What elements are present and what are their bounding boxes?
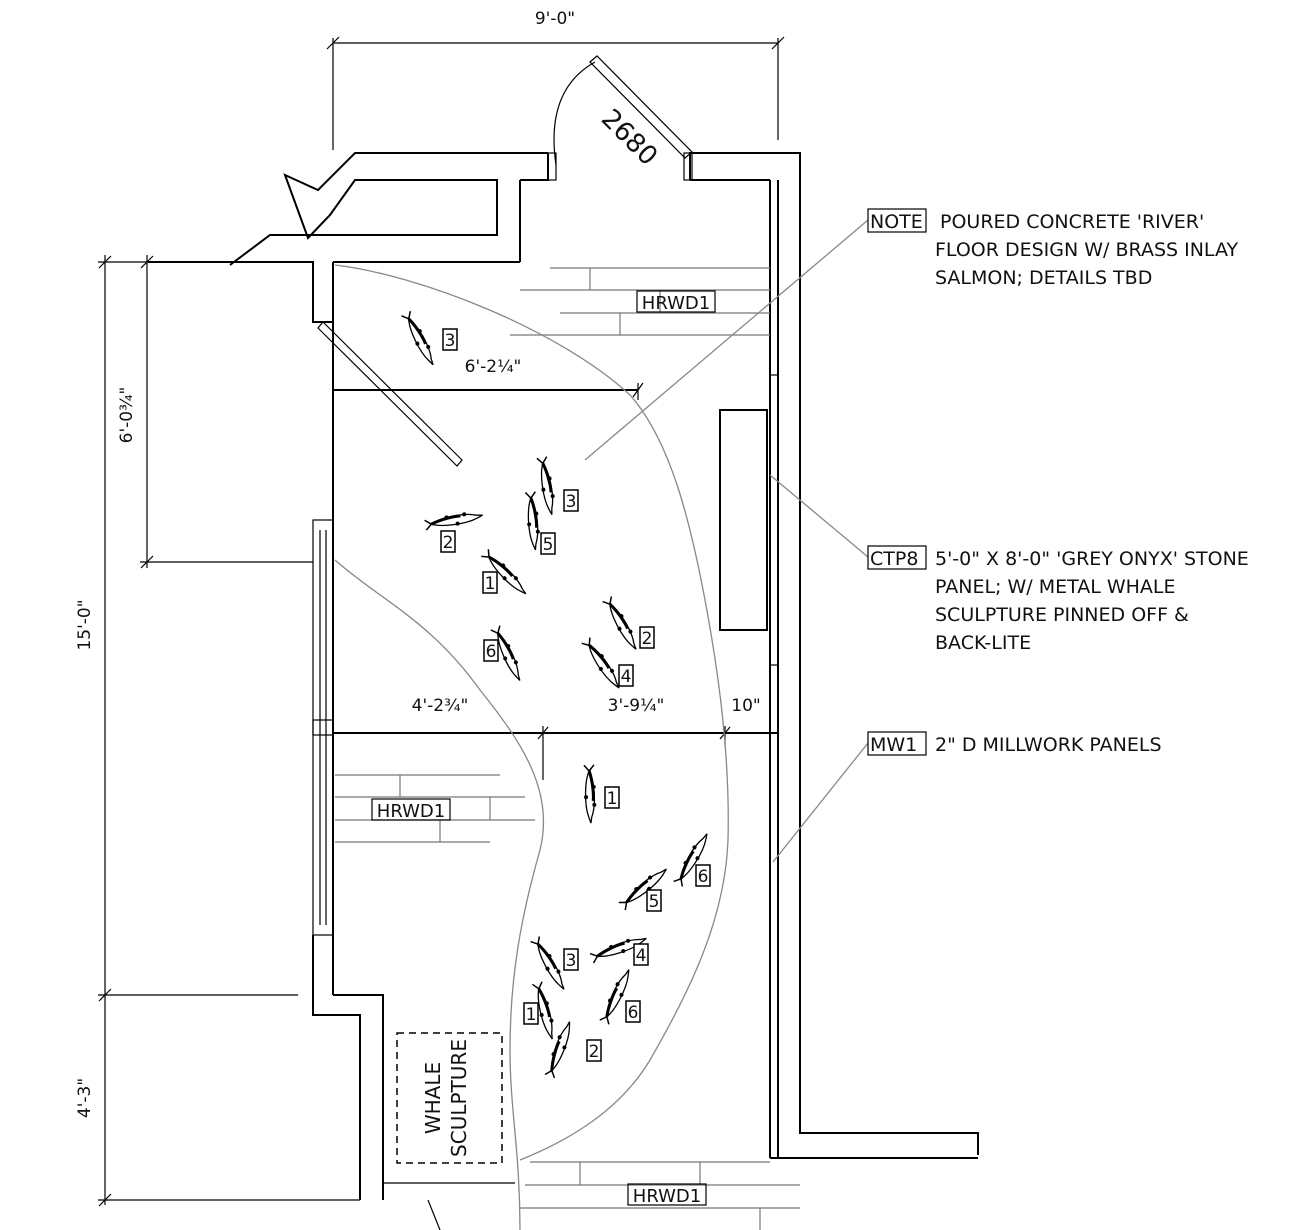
- hardwood-bottom: HRWD1: [520, 1161, 800, 1230]
- salmon-icon: [481, 549, 527, 595]
- salmon-inlay: 6: [673, 833, 711, 887]
- river-outline: [334, 559, 545, 1230]
- salmon-icon: [599, 969, 630, 1025]
- salmon-inlay: 2: [602, 596, 655, 650]
- salmon-icon: [618, 868, 668, 911]
- salmon-inlay: 4: [581, 637, 634, 689]
- note-line: POURED CONCRETE 'RIVER': [940, 211, 1204, 233]
- note-line: SCULPTURE PINNED OFF &: [935, 604, 1189, 626]
- salmon-icon: [530, 936, 565, 990]
- hardwood-left: HRWD1: [335, 774, 535, 843]
- salmon-label: 2: [642, 629, 653, 649]
- floor-tag-hrwd1: HRWD1: [642, 293, 710, 314]
- salmon-label: 3: [566, 492, 577, 512]
- salmon-label: 1: [526, 1005, 537, 1025]
- salmon-inlay: 5: [524, 491, 556, 555]
- note-ctp8: CTP8 5'-0" X 8'-0" 'GREY ONYX' STONE PAN…: [867, 545, 1249, 654]
- note-concrete-river: NOTE POURED CONCRETE 'RIVER' FLOOR DESIG…: [867, 208, 1238, 289]
- salmon-label: 4: [621, 667, 632, 687]
- note-line: FLOOR DESIGN W/ BRASS INLAY: [935, 239, 1238, 261]
- salmon-inlay: 4: [589, 937, 649, 966]
- floor-tag-hrwd1: HRWD1: [377, 801, 445, 822]
- dim-upper-span: 6'-2¼": [465, 357, 522, 377]
- salmon-inlay: 3: [536, 456, 579, 515]
- dim-middle-span: 3'-9¼": [608, 696, 665, 716]
- salmon-inlay: 6: [599, 969, 641, 1025]
- dimension-overall-width: 9'-0": [326, 9, 785, 150]
- note-mw1: MW1 2" D MILLWORK PANELS: [867, 731, 1162, 756]
- note-line: SALMON; DETAILS TBD: [935, 267, 1152, 289]
- salmon-label: 2: [443, 533, 454, 553]
- note-tag: MW1: [870, 734, 917, 756]
- note-line: PANEL; W/ METAL WHALE: [935, 576, 1176, 598]
- salmon-icon: [602, 596, 637, 650]
- salmon-icon: [531, 981, 554, 1040]
- salmon-label: 1: [607, 789, 618, 809]
- salmon-icon: [583, 764, 597, 824]
- dimension-interior: 6'-2¼" 4'-2¾" 3'-9¼" 10": [333, 357, 778, 780]
- whale-label-1: WHALE: [421, 1062, 445, 1134]
- salmon-icon: [490, 625, 521, 681]
- stone-panel: [719, 409, 768, 631]
- salmon-label: 3: [566, 951, 577, 971]
- salmon-label: 2: [589, 1042, 600, 1062]
- salmon-inlay: 2: [544, 1021, 602, 1079]
- dim-lower-height: 4'-3": [75, 1078, 95, 1118]
- door-label: 2680: [595, 104, 663, 172]
- salmon-label: 1: [485, 574, 496, 594]
- salmon-icon: [544, 1021, 571, 1079]
- salmon-icon: [581, 637, 620, 689]
- salmon-inlay: 5: [618, 868, 668, 912]
- note-tag: NOTE: [870, 211, 923, 233]
- salmon-icon: [673, 833, 708, 887]
- dim-upper-height: 6'-0¾": [117, 387, 137, 444]
- salmon-label: 5: [543, 535, 554, 555]
- salmon-label: 4: [636, 946, 647, 966]
- note-line: 5'-0" X 8'-0" 'GREY ONYX' STONE: [935, 548, 1249, 570]
- salmon-inlay: 1: [481, 549, 527, 595]
- salmon-label: 3: [445, 331, 456, 351]
- walls: 2680: [148, 55, 979, 1200]
- salmon-icon: [536, 456, 555, 515]
- dim-left-span: 4'-2¾": [412, 696, 469, 716]
- salmon-icon: [424, 512, 483, 531]
- dimension-left: 6'-0¾" 15'-0" 4'-3": [75, 255, 360, 1207]
- note-line: 2" D MILLWORK PANELS: [935, 734, 1162, 756]
- hardwood-top: HRWD1: [510, 267, 770, 336]
- salmon-label: 6: [628, 1003, 639, 1023]
- salmon-inlay: 1: [523, 981, 554, 1040]
- salmon-inlay: 1: [583, 764, 620, 824]
- leader-lines: [584, 219, 869, 863]
- salmon-icon: [524, 491, 540, 551]
- whale-label-2: SCULPTURE: [447, 1039, 471, 1157]
- whale-sculpture: WHALE SCULPTURE: [396, 1032, 503, 1230]
- salmon-icon: [589, 937, 647, 964]
- salmon-icon: [401, 311, 434, 366]
- dim-overall-height: 15'-0": [75, 599, 95, 650]
- salmon-inlay: 2: [424, 512, 483, 553]
- salmon-inlay: 3: [401, 311, 458, 366]
- river-outline: [334, 264, 729, 1161]
- salmon-label: 5: [649, 892, 660, 912]
- salmon-inlay: 6: [483, 625, 521, 681]
- note-tag: CTP8: [870, 548, 918, 570]
- dim-overall-width: 9'-0": [535, 9, 575, 29]
- salmon-label: 6: [698, 867, 709, 887]
- dim-right-span: 10": [731, 696, 760, 716]
- salmon-inlay: 3: [530, 936, 579, 990]
- salmon-label: 6: [486, 642, 497, 662]
- note-line: BACK-LITE: [935, 632, 1031, 654]
- floor-tag-hrwd1: HRWD1: [633, 1186, 701, 1207]
